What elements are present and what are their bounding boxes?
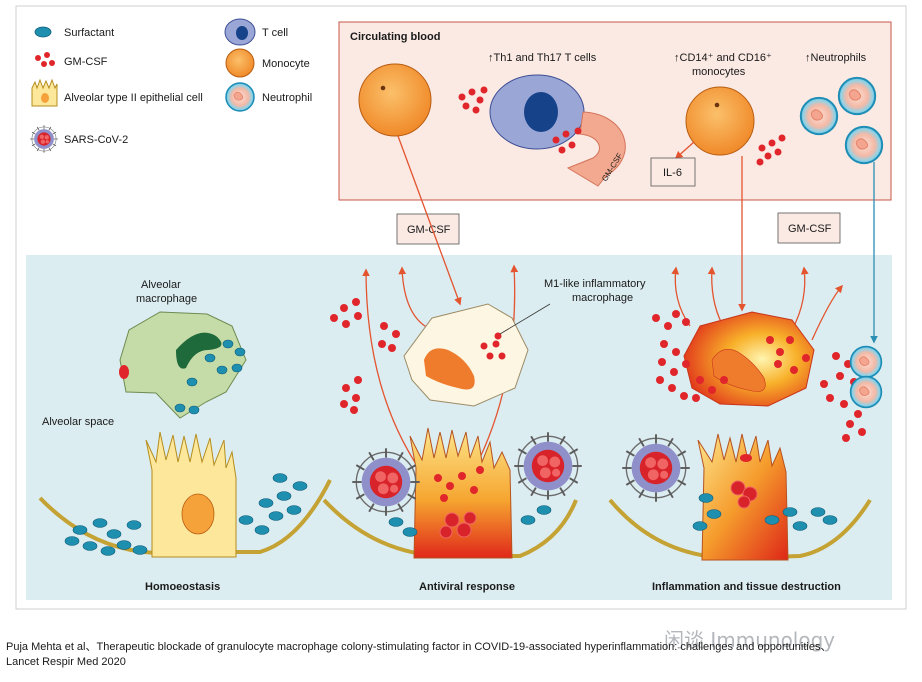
inflam-efflux-arrow-2 <box>707 266 723 325</box>
cd14-cd16-line1: ↑CD14⁺ and CD16⁺ <box>674 52 772 64</box>
legend-neutrophil-label: Neutrophil <box>262 92 312 104</box>
legend-gmcsf-label: GM-CSF <box>64 56 108 68</box>
gmcsf-box-right <box>777 212 841 244</box>
neutrophil-icon <box>225 82 255 112</box>
legend-alveolar-cell-label: Alveolar type II epithelial cell <box>64 92 203 104</box>
gmcsf-dots-monocyte <box>756 134 786 166</box>
m1-label-pointer <box>499 303 551 335</box>
il6-label: IL-6 <box>663 167 682 179</box>
tcell-icon <box>224 18 256 46</box>
alveolar-epithelial-cell-2 <box>409 427 513 559</box>
blood-tcell <box>489 74 585 150</box>
gmcsf-box-right-label: GM-CSF <box>788 223 832 235</box>
panel-antiviral-label: Antiviral response <box>419 581 515 593</box>
m1-macrophage-line2: macrophage <box>572 292 633 304</box>
panel-homoeostasis-label: Homoeostasis <box>145 581 220 593</box>
blood-monocyte <box>358 63 432 137</box>
alveolar-macrophage-line2: macrophage <box>136 293 197 305</box>
alveolar-space-label: Alveolar space <box>42 416 114 428</box>
il6-box <box>650 157 696 187</box>
th-cells-label: ↑Th1 and Th17 T cells <box>488 52 597 64</box>
circulating-blood-title: Circulating blood <box>350 31 440 43</box>
m1-macrophage-line1: M1-like inflammatory <box>544 278 646 290</box>
gmcsf-dots-antiviral-left <box>330 298 400 414</box>
monocyte-icon <box>225 48 255 78</box>
alveolar-epithelial-cell-1 <box>145 431 237 558</box>
gmcsf-dots-icon <box>35 52 55 67</box>
alveolar-macrophage <box>119 311 247 419</box>
panel-inflammation-label: Inflammation and tissue destruction <box>652 581 841 593</box>
alveolar-macrophage-line1: Alveolar <box>141 279 181 291</box>
legend: Surfactant GM-CSF Alveolar type II epith… <box>29 18 312 154</box>
citation-caption: Puja Mehta et al、Therapeutic blockade of… <box>6 640 916 670</box>
legend-monocyte-label: Monocyte <box>262 58 310 70</box>
inflam-efflux-arrow-4 <box>811 284 844 341</box>
m1-macrophage <box>403 303 529 407</box>
antiviral-efflux-arrow-1 <box>362 268 421 471</box>
legend-tcell-label: T cell <box>262 27 288 39</box>
cd14-cd16-line2: monocytes <box>692 66 746 78</box>
gmcsf-box-left-label: GM-CSF <box>407 224 451 236</box>
inflammatory-macrophage <box>683 311 815 407</box>
gmcsf-dots-tcell-left <box>458 86 488 114</box>
circulating-blood-panel <box>338 21 892 201</box>
surfactant-p1 <box>64 473 308 556</box>
surfactant-p2 <box>388 505 552 537</box>
monocyte-to-il6-arrow <box>674 141 695 160</box>
legend-sarscov2-label: SARS-CoV-2 <box>64 134 128 146</box>
watermark: 闲谈 Immunology <box>664 628 836 652</box>
gmcsf-dots-tcell-right <box>552 127 582 154</box>
blood-monocyte-migration-arrow <box>397 135 462 306</box>
caption-line-2: Lancet Respir Med 2020 <box>6 656 126 668</box>
surfactant-p3 <box>692 493 838 531</box>
legend-surfactant-label: Surfactant <box>64 27 114 39</box>
surfactant-icon <box>34 26 52 38</box>
alveolar-epithelial-cell-3 <box>697 433 789 561</box>
neutrophils-label: ↑Neutrophils <box>805 52 867 64</box>
alveolar-cell-icon <box>31 78 58 107</box>
caption-line-1: Puja Mehta et al、Therapeutic blockade of… <box>6 641 832 653</box>
blood-cd14-monocyte <box>685 86 755 156</box>
